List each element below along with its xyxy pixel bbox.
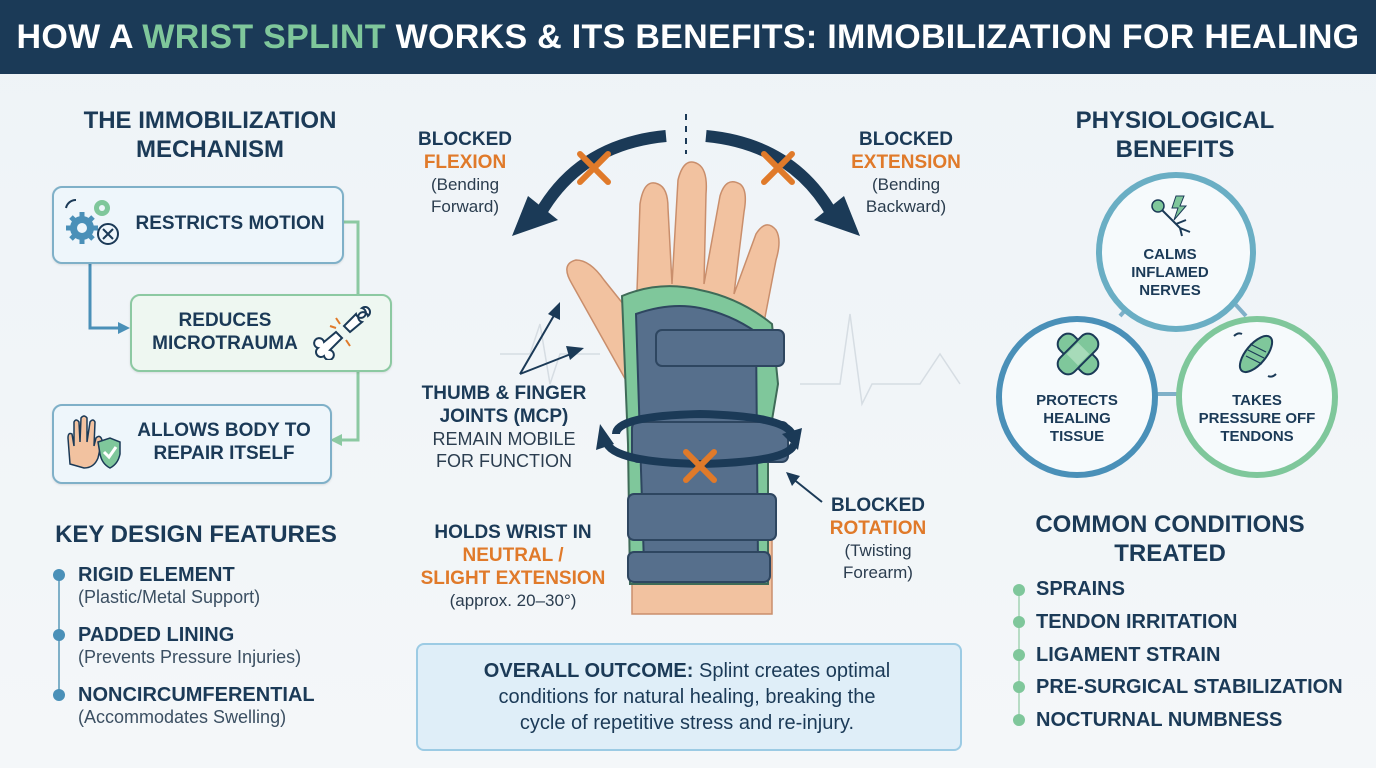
mechanism-step-restricts-motion	[52, 186, 344, 264]
feature-item: PADDED LINING (Prevents Pressure Injurie…	[78, 624, 302, 667]
holds-wrist-label: HOLDS WRIST IN NEUTRAL / SLIGHT EXTENSIO…	[420, 522, 606, 610]
mechanism-step-reduces-microtrauma	[130, 294, 392, 372]
title-bar	[0, 0, 1376, 74]
condition-item: TENDON IRRITATION	[1036, 611, 1238, 633]
nerve-icon	[1151, 195, 1191, 237]
extension-label: BLOCKED EXTENSION (Bending Backward)	[851, 129, 961, 216]
feature-item: RIGID ELEMENT (Plastic/Metal Support)	[78, 564, 261, 607]
feature-timeline	[53, 569, 65, 701]
rotation-label: BLOCKED ROTATION (Twisting Forearm)	[829, 495, 927, 582]
wrist-splint-illustration	[500, 114, 961, 615]
broken-bone-icon	[313, 306, 371, 360]
conditions-heading: COMMON CONDITIONS TREATED	[1035, 511, 1305, 567]
mechanism-heading: THE IMMOBILIZATION MECHANISM	[83, 107, 337, 163]
conditions-timeline	[1013, 584, 1025, 726]
step-label: REDUCES MICROTRAUMA	[152, 310, 298, 354]
bandage-icon	[1056, 332, 1100, 376]
overall-outcome-box	[416, 643, 962, 751]
condition-item: NOCTURNAL NUMBNESS	[1036, 709, 1283, 731]
hand-shield-icon	[67, 415, 121, 469]
step-label: RESTRICTS MOTION	[135, 213, 325, 234]
feature-item: NONCIRCUMFERENTIAL (Accommodates Swellin…	[78, 684, 315, 727]
page-title: HOW A WRIST SPLINT WORKS & ITS BENEFITS:…	[16, 18, 1360, 56]
thumb-joints-label: THUMB & FINGER JOINTS (MCP) REMAIN MOBIL…	[421, 383, 587, 471]
title-highlight: WRIST SPLINT	[142, 18, 386, 56]
benefit-label: CALMS INFLAMED NERVES	[1131, 246, 1209, 299]
overall-outcome-text: OVERALL OUTCOME: Splint creates optimal …	[483, 660, 891, 734]
gears-blocked-icon	[65, 198, 119, 245]
step-label: ALLOWS BODY TO REPAIR ITSELF	[137, 420, 311, 464]
benefit-label: TAKES PRESSURE OFF TENDONS	[1198, 392, 1316, 445]
benefit-label: PROTECTS HEALING TISSUE	[1036, 392, 1118, 445]
tendon-icon	[1233, 332, 1277, 378]
condition-item: PRE-SURGICAL STABILIZATION	[1036, 676, 1343, 698]
condition-item: LIGAMENT STRAIN	[1036, 644, 1221, 666]
benefits-heading: PHYSIOLOGICAL BENEFITS	[1075, 107, 1275, 163]
design-heading: KEY DESIGN FEATURES	[55, 521, 337, 548]
flexion-label: BLOCKED FLEXION (Bending Forward)	[418, 129, 512, 216]
condition-item: SPRAINS	[1036, 578, 1125, 600]
